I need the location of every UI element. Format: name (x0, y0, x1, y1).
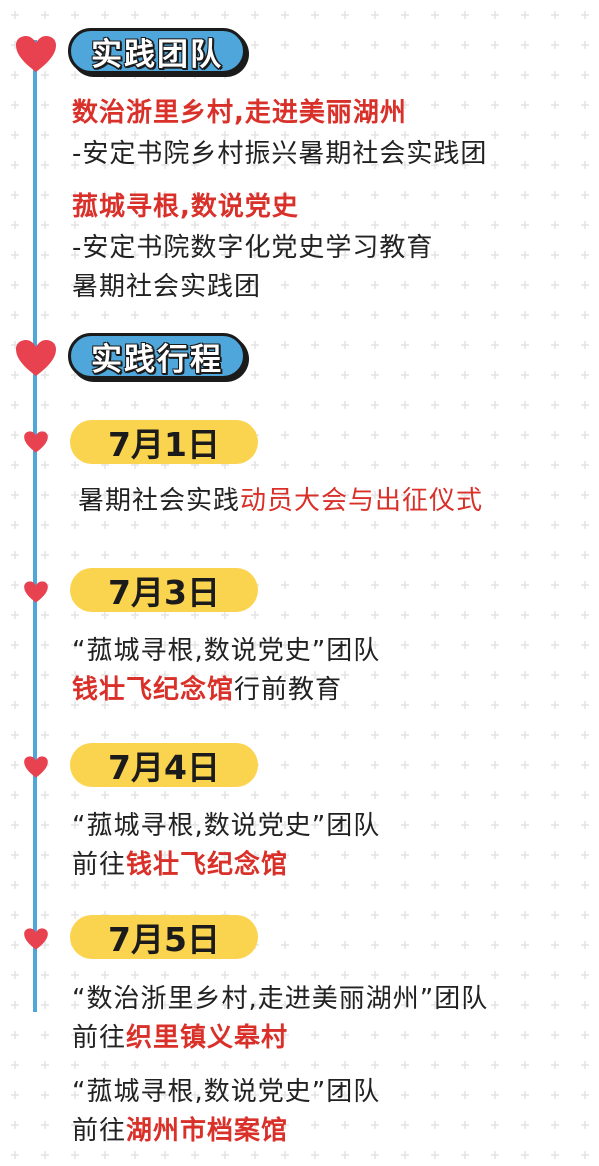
event-team-line: “菰城寻根,数说党史”团队 (72, 811, 381, 841)
team2-name: 菰城寻根,数说党史 (72, 192, 299, 222)
heart-icon (24, 431, 48, 453)
event-text: 前往 (72, 1116, 127, 1146)
team2-desc-line2: 暑期社会实践团 (72, 272, 262, 302)
event-text: 行前教育 (234, 675, 343, 705)
event-line: 前往织里镇义皋村 (72, 1021, 288, 1055)
event-team-line: “菰城寻根,数说党史”团队 (72, 636, 381, 666)
date-badge: 7月3日 (70, 568, 258, 612)
heart-icon (24, 756, 48, 778)
heart-icon (16, 36, 56, 72)
event-highlight: 织里镇义皋村 (126, 1023, 289, 1053)
team1-name: 数治浙里乡村,走进美丽湖州 (72, 98, 407, 128)
event-text: 暑期社会实践 (78, 486, 241, 516)
team2-desc-line1: -安定书院数字化党史学习教育 (72, 233, 434, 263)
event-highlight: 钱壮飞纪念馆 (72, 675, 235, 705)
heart-icon (24, 928, 48, 950)
event-highlight: 动员大会与出征仪式 (240, 486, 484, 516)
timeline-line (33, 40, 37, 1012)
date-badge: 7月1日 (70, 420, 258, 464)
event-line: 前往湖州市档案馆 (72, 1114, 288, 1148)
team1-desc: -安定书院乡村振兴暑期社会实践团 (72, 139, 488, 169)
date-badge: 7月4日 (70, 743, 258, 787)
event-highlight: 钱壮飞纪念馆 (126, 850, 289, 880)
event-line: 前往钱壮飞纪念馆 (72, 848, 288, 882)
section-title-team: 实践团队 (68, 28, 246, 74)
event-line: 暑期社会实践动员大会与出征仪式 (78, 484, 483, 518)
event-team-line: “菰城寻根,数说党史”团队 (72, 1077, 381, 1107)
date-badge: 7月5日 (70, 915, 258, 959)
event-text: 前往 (72, 1023, 127, 1053)
event-highlight: 湖州市档案馆 (126, 1116, 289, 1146)
section-title-schedule: 实践行程 (68, 333, 246, 379)
heart-icon (16, 340, 56, 376)
event-line: 钱壮飞纪念馆行前教育 (72, 673, 342, 707)
event-team-line: “数治浙里乡村,走进美丽湖州”团队 (72, 984, 489, 1014)
event-text: 前往 (72, 850, 127, 880)
heart-icon (24, 581, 48, 603)
